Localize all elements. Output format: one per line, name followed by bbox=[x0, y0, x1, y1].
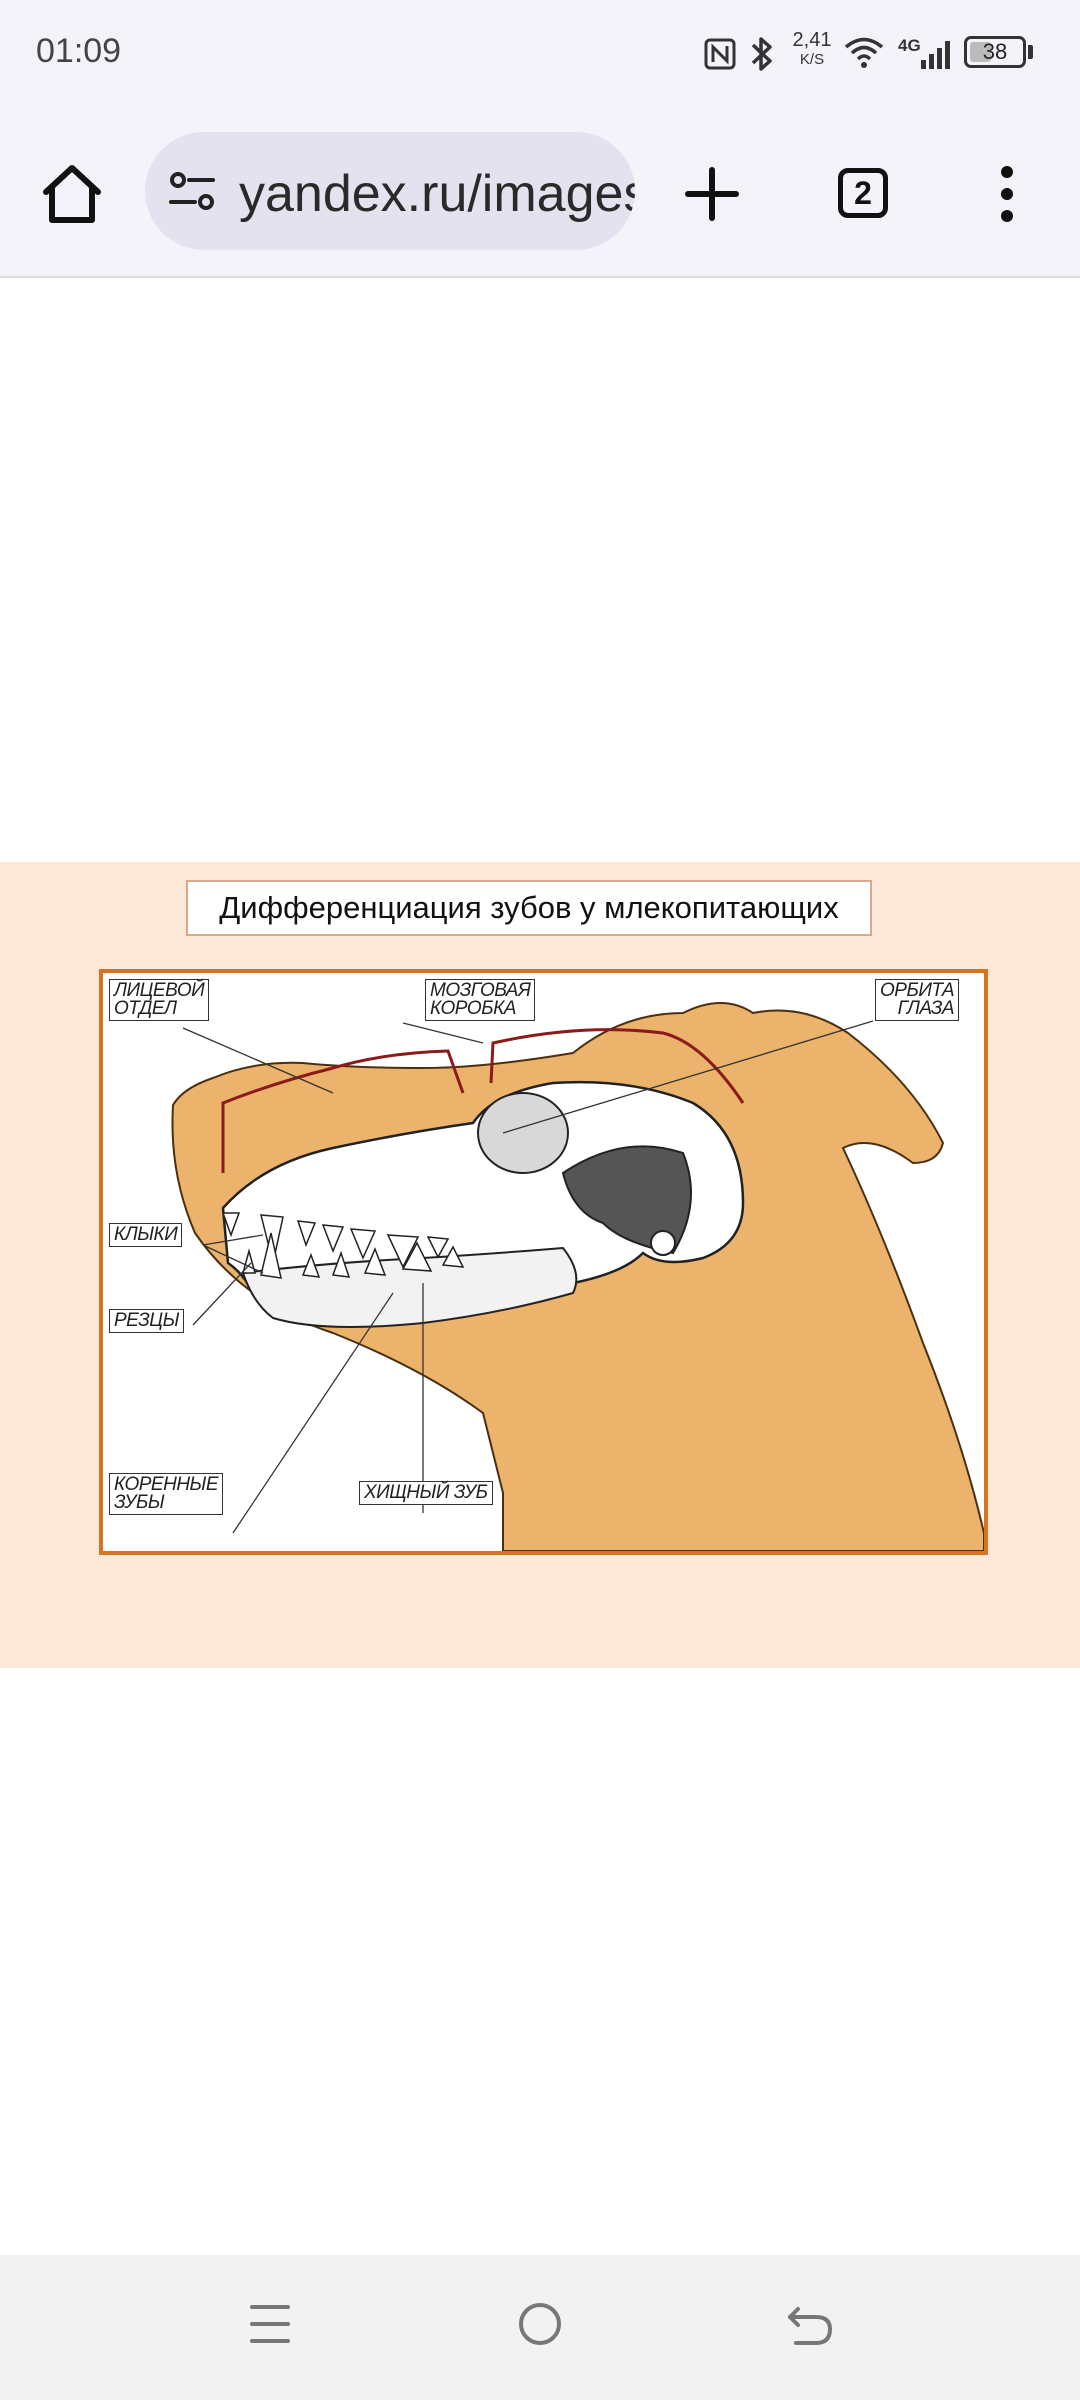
url-bar[interactable]: yandex.ru/images bbox=[145, 132, 635, 250]
label-carnassial: ХИЩНЫЙ ЗУБ bbox=[359, 1481, 493, 1505]
network-speed: 2,41 K/S bbox=[792, 29, 832, 68]
status-time: 01:09 bbox=[36, 32, 122, 70]
upper-teeth bbox=[221, 1212, 450, 1269]
ear-canal bbox=[650, 1230, 676, 1256]
label-incisors: РЕЗЦЫ bbox=[109, 1309, 184, 1333]
label-canines: КЛЫКИ bbox=[109, 1223, 183, 1247]
label-molars: КОРЕННЫЕ ЗУБЫ bbox=[109, 1473, 224, 1515]
battery-percent: 38 bbox=[982, 39, 1008, 64]
system-nav-bar bbox=[0, 2255, 1080, 2400]
facial-bracket bbox=[221, 1049, 465, 1173]
home-circle-icon[interactable] bbox=[516, 2299, 564, 2349]
label-braincase: МОЗГОВАЯ КОРОБКА bbox=[425, 979, 536, 1021]
label-facial: ЛИЦЕВОЙ ОТДЕЛ bbox=[109, 979, 210, 1021]
battery-icon: 38 bbox=[964, 36, 1026, 68]
image-title: Дифференциация зубов у млекопитающих bbox=[186, 880, 872, 936]
wifi-icon bbox=[844, 37, 884, 68]
home-icon[interactable] bbox=[38, 160, 106, 228]
new-tab-icon[interactable] bbox=[680, 162, 744, 226]
recent-apps-icon[interactable] bbox=[248, 2299, 292, 2349]
nfc-icon bbox=[704, 38, 736, 70]
label-orbit: ОРБИТА ГЛАЗА bbox=[875, 979, 960, 1021]
skull-diagram: ЛИЦЕВОЙ ОТДЕЛ МОЗГОВАЯ КОРОБКА ОРБИТА ГЛ… bbox=[99, 969, 988, 1555]
braincase-bracket bbox=[489, 1028, 745, 1104]
network-type: 4G bbox=[898, 36, 921, 55]
zygomatic-arch bbox=[561, 1145, 692, 1255]
status-bar: 01:09 2,41 K/S 4G 38 bbox=[0, 0, 1080, 110]
signal-icon bbox=[921, 41, 950, 69]
back-icon[interactable] bbox=[786, 2299, 834, 2349]
site-info-icon[interactable] bbox=[167, 170, 217, 214]
search-image[interactable]: Дифференциация зубов у млекопитающих bbox=[0, 862, 1080, 1668]
battery-tip bbox=[1028, 45, 1033, 59]
browser-toolbar: yandex.ru/images 2 bbox=[0, 110, 1080, 278]
eye-orbit bbox=[477, 1092, 569, 1174]
bluetooth-icon bbox=[751, 37, 772, 71]
tabs-icon[interactable]: 2 bbox=[838, 168, 888, 218]
menu-icon[interactable] bbox=[990, 162, 1024, 226]
url-text[interactable]: yandex.ru/images bbox=[239, 165, 635, 223]
lower-teeth bbox=[242, 1232, 465, 1279]
